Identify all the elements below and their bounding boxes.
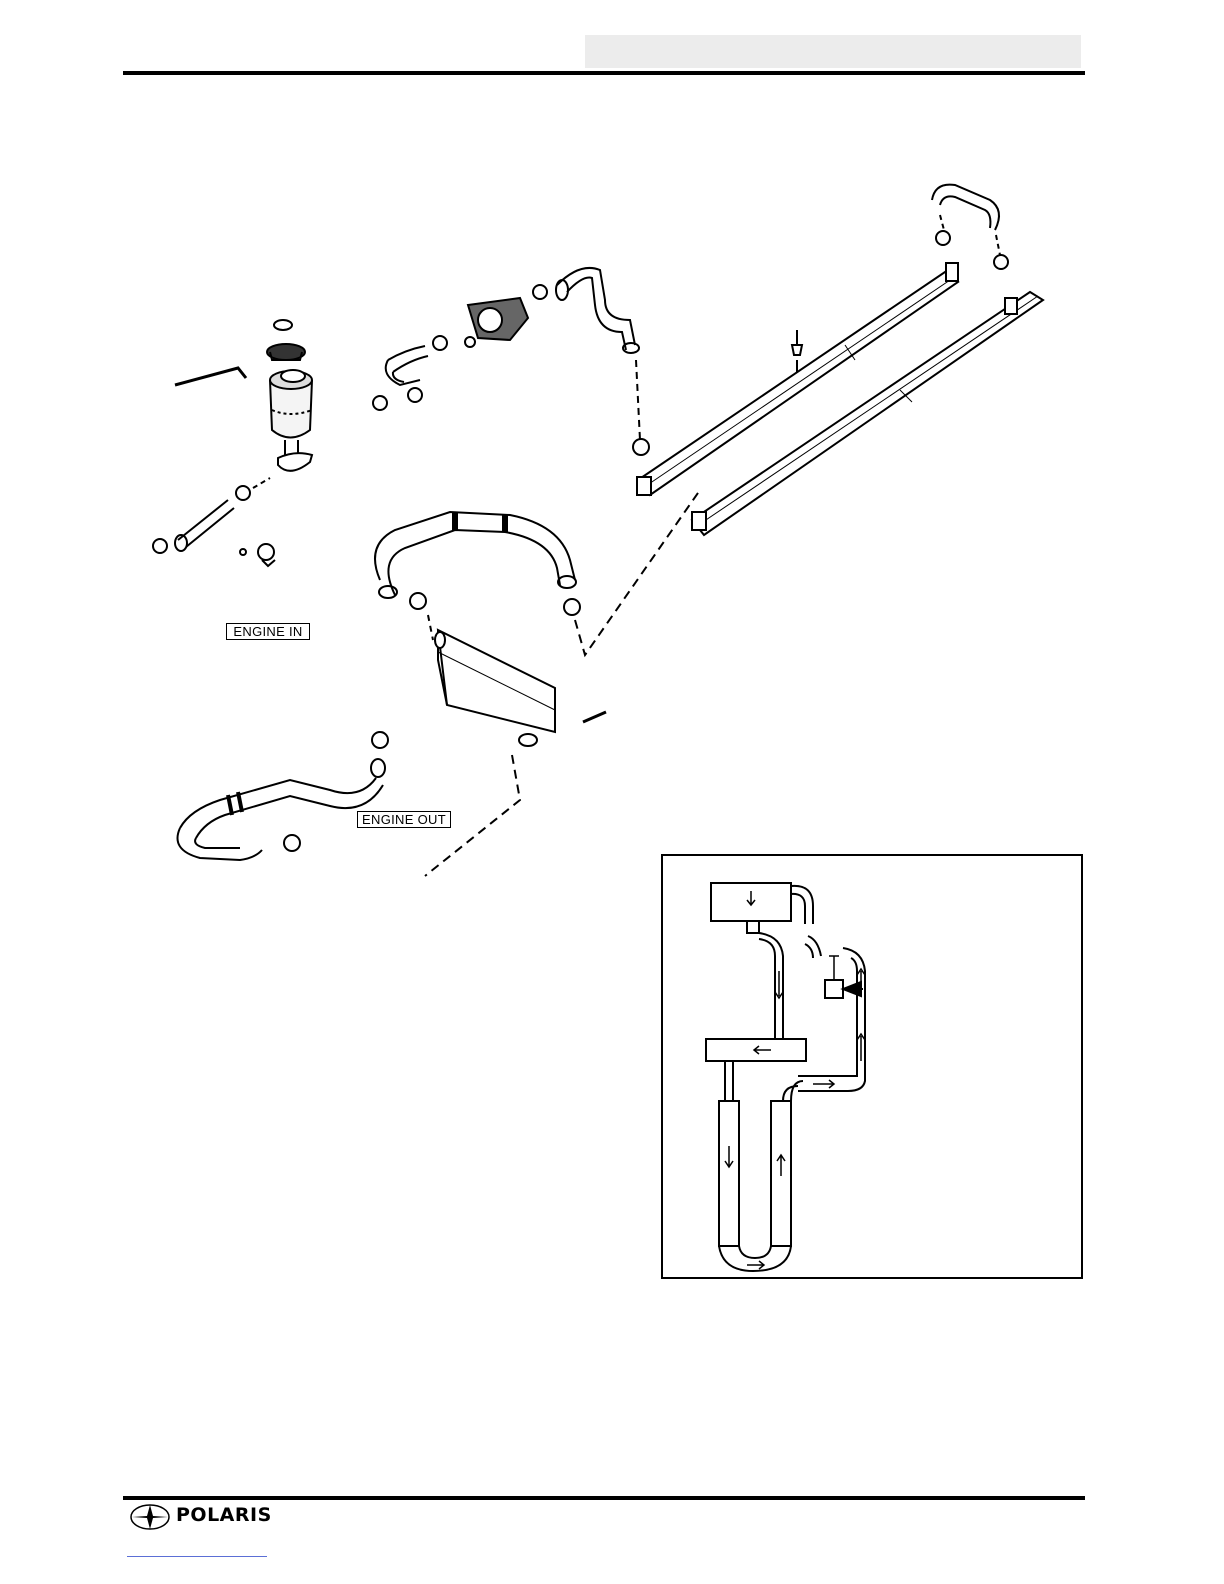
compass-star-icon xyxy=(128,1502,172,1532)
footer-link-underline[interactable] xyxy=(127,1556,267,1557)
polaris-logo: POLARIS xyxy=(128,1502,318,1532)
brand-name: POLARIS xyxy=(176,1504,272,1526)
engine-out-label: ENGINE OUT xyxy=(357,811,451,828)
cooling-system-exploded-diagram xyxy=(0,0,1224,900)
footer-rule xyxy=(123,1496,1085,1500)
engine-in-label: ENGINE IN xyxy=(226,623,310,640)
coolant-flow-schematic xyxy=(663,856,1081,1277)
coolant-flow-schematic-frame xyxy=(661,854,1083,1279)
